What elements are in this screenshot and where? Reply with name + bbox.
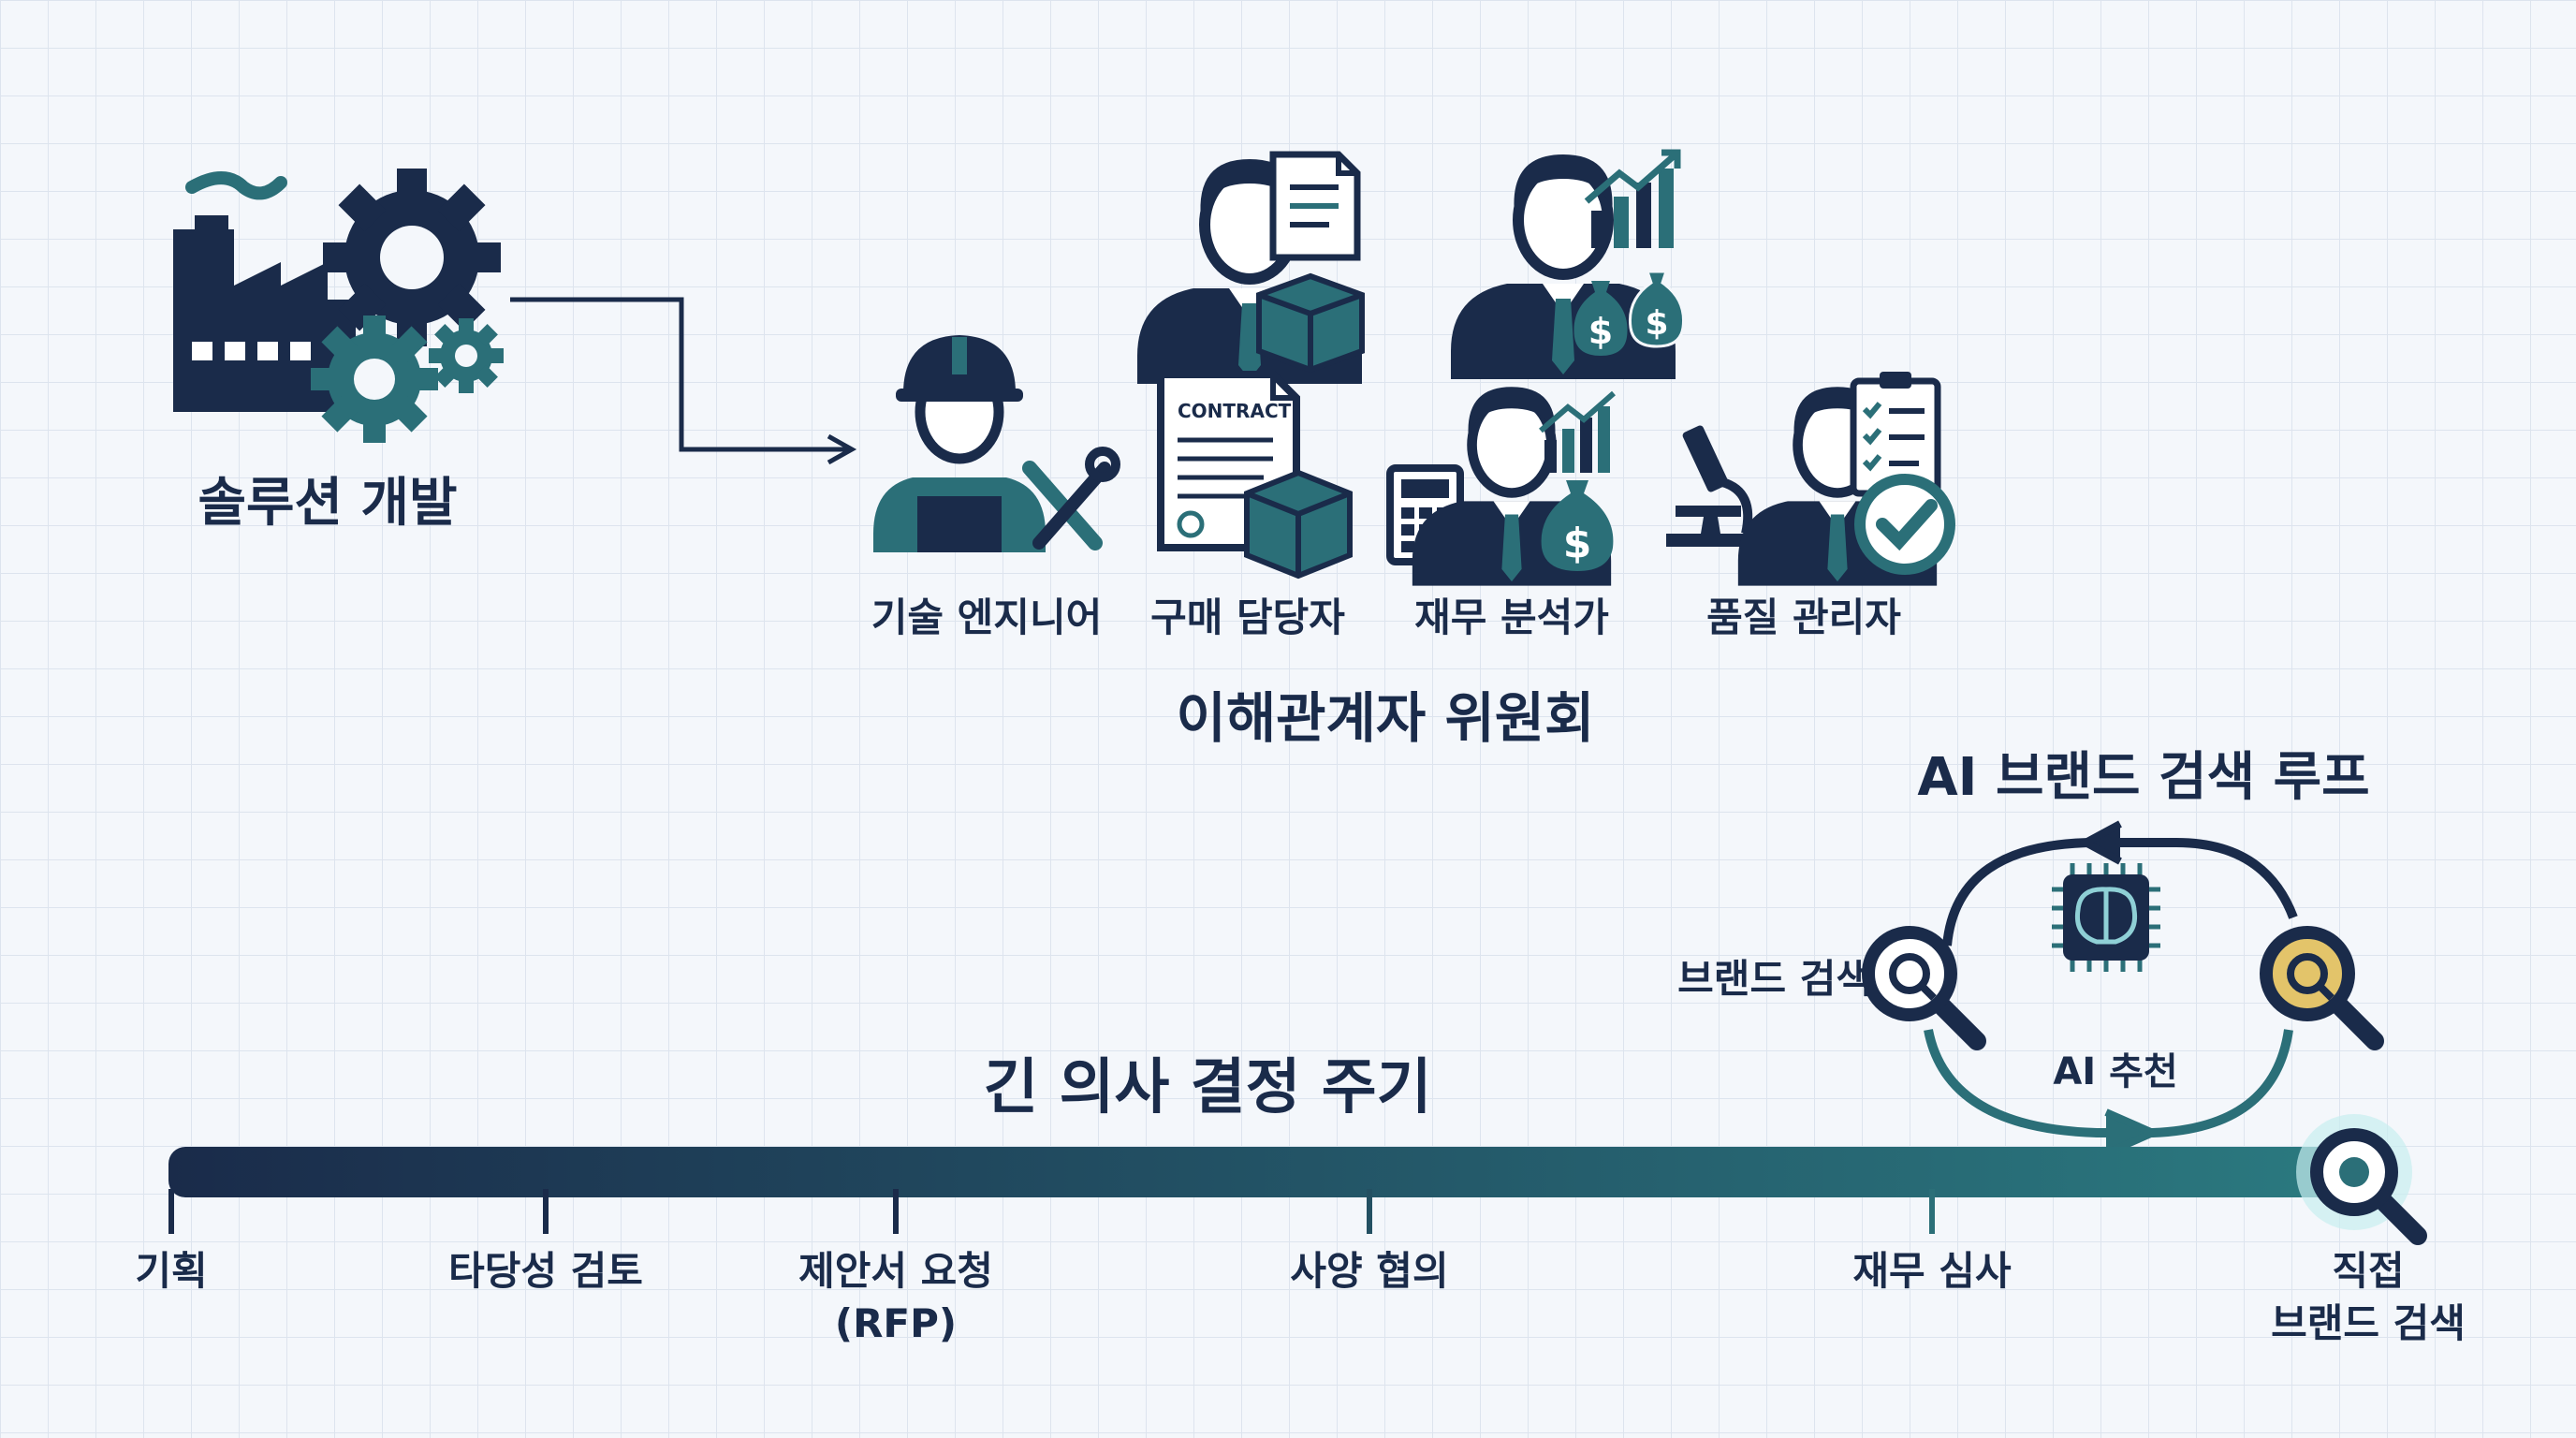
stage-label-spec: 사양 협의 (1290, 1248, 1449, 1294)
svg-text:$: $ (1645, 304, 1668, 343)
role-label-procurement: 구매 담당자 (1150, 594, 1345, 640)
stage-label-financial-review: 재무 심사 (1852, 1248, 2012, 1294)
stage-label-feasibility: 타당성 검토 (448, 1248, 643, 1294)
stage-label-direct-search: 직접 브랜드 검색 (2271, 1248, 2466, 1346)
ai-loop-cycle (1924, 820, 2298, 1157)
magnifier-left-icon (1862, 926, 1986, 1050)
ai-chip-icon (2052, 863, 2160, 972)
svg-text:$: $ (1588, 311, 1613, 352)
direct-search-magnifier-icon (2296, 1114, 2427, 1245)
factory-gears-icon (173, 169, 504, 443)
committee-title: 이해관계자 위원회 (1176, 686, 1595, 750)
timeline-bar (168, 1147, 2359, 1234)
contract-document-icon: CONTRACT (1157, 371, 1353, 580)
decision-cycle-title: 긴 의사 결정 주기 (983, 1053, 1432, 1123)
svg-text:$: $ (1563, 520, 1592, 567)
solution-development-label: 솔루션 개발 (198, 473, 458, 534)
stage-label-planning: 기획 (135, 1248, 208, 1294)
stage-label-rfp: 제안서 요청 (RFP) (798, 1248, 993, 1346)
engineer-person-icon (873, 335, 1120, 552)
ai-loop-title: AI 브랜드 검색 루프 (1917, 747, 2370, 808)
role-label-finance: 재무 분석가 (1414, 594, 1609, 640)
role-label-engineer: 기술 엔지니어 (871, 594, 1103, 640)
magnifier-right-icon (2260, 926, 2384, 1050)
investor-person-icon: $ $ (1451, 153, 1686, 379)
contract-text: CONTRACT (1178, 400, 1292, 422)
ai-recommend-label: AI 추천 (2053, 1050, 2178, 1093)
document-person-icon (1137, 151, 1362, 384)
brand-search-label: 브랜드 검색 (1677, 956, 1872, 1002)
connector-arrow (510, 297, 857, 465)
finance-analyst-icon: $ (1386, 387, 1614, 585)
quality-manager-icon (1666, 372, 1955, 586)
role-label-quality: 품질 관리자 (1706, 594, 1901, 640)
